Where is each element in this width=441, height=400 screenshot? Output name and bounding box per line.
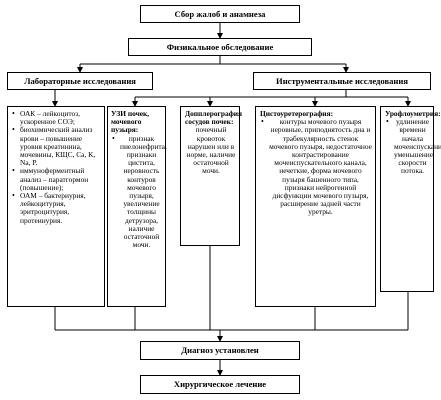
uroflowmetry-item: удлинение времени начала мочеиспускания,… xyxy=(385,118,441,175)
box-uroflowmetry: Урофлоуметрия: удлинение времени начала … xyxy=(380,106,441,292)
box-surgery: Хирургическое лечение xyxy=(140,375,300,394)
diagnosis-label: Диагноз установлен xyxy=(181,345,259,356)
ultrasound-title: УЗИ почек, мочевого пузыря: xyxy=(111,109,150,135)
box-lab-findings: ОАК – лейкоцитоз, ускоренное СОЭ; биохим… xyxy=(7,106,105,307)
lab-item: ОАМ – бактериурия, лейкоцитурия, эритроц… xyxy=(11,191,101,225)
box-instrumental-tests: Инструментальные исследования xyxy=(253,72,431,90)
doppler-text: почечный кровоток нарушен или в норме, н… xyxy=(186,125,236,176)
lab-tests-label: Лабораторные исследования xyxy=(24,75,136,86)
surgery-label: Хирургическое лечение xyxy=(173,379,267,390)
box-diagnosis: Диагноз установлен xyxy=(140,341,300,360)
history-label: Сбор жалоб и анамнеза xyxy=(174,8,266,19)
instrumental-tests-label: Инструментальные исследования xyxy=(276,75,408,86)
ultrasound-item: признак пиелонефрита, признаки цистита, … xyxy=(111,134,167,250)
lab-item: иммуноферментный анализ – паратгормон (п… xyxy=(11,167,101,192)
physical-exam-label: Физикальное обследование xyxy=(166,41,274,52)
cystoureterography-title: Цистоуретерография: xyxy=(260,109,334,118)
lab-item: биохимический анализ крови – повышение у… xyxy=(11,126,101,167)
lab-item: ОАК – лейкоцитоз, ускоренное СОЭ; xyxy=(11,109,101,126)
doppler-title: Допплерография сосудов почек: xyxy=(185,109,243,127)
ultrasound-list: признак пиелонефрита, признаки цистита, … xyxy=(111,134,167,250)
uroflowmetry-title: Урофлоуметрия: xyxy=(385,109,441,118)
cystoureterography-list: контуры мочевого пузыря неровные, припод… xyxy=(260,118,372,216)
box-doppler: Допплерография сосудов почек: почечный к… xyxy=(180,106,243,246)
box-history: Сбор жалоб и анамнеза xyxy=(140,5,300,23)
box-physical-exam: Физикальное обследование xyxy=(128,38,312,56)
box-ultrasound: УЗИ почек, мочевого пузыря: признак пиел… xyxy=(107,106,167,307)
lab-findings-list: ОАК – лейкоцитоз, ускоренное СОЭ; биохим… xyxy=(11,109,101,225)
uroflowmetry-list: удлинение времени начала мочеиспускания,… xyxy=(385,118,441,175)
box-cystoureterography: Цистоуретерография: контуры мочевого пуз… xyxy=(255,106,376,307)
box-lab-tests: Лабораторные исследования xyxy=(7,72,153,90)
cystoureterography-item: контуры мочевого пузыря неровные, припод… xyxy=(260,118,372,216)
